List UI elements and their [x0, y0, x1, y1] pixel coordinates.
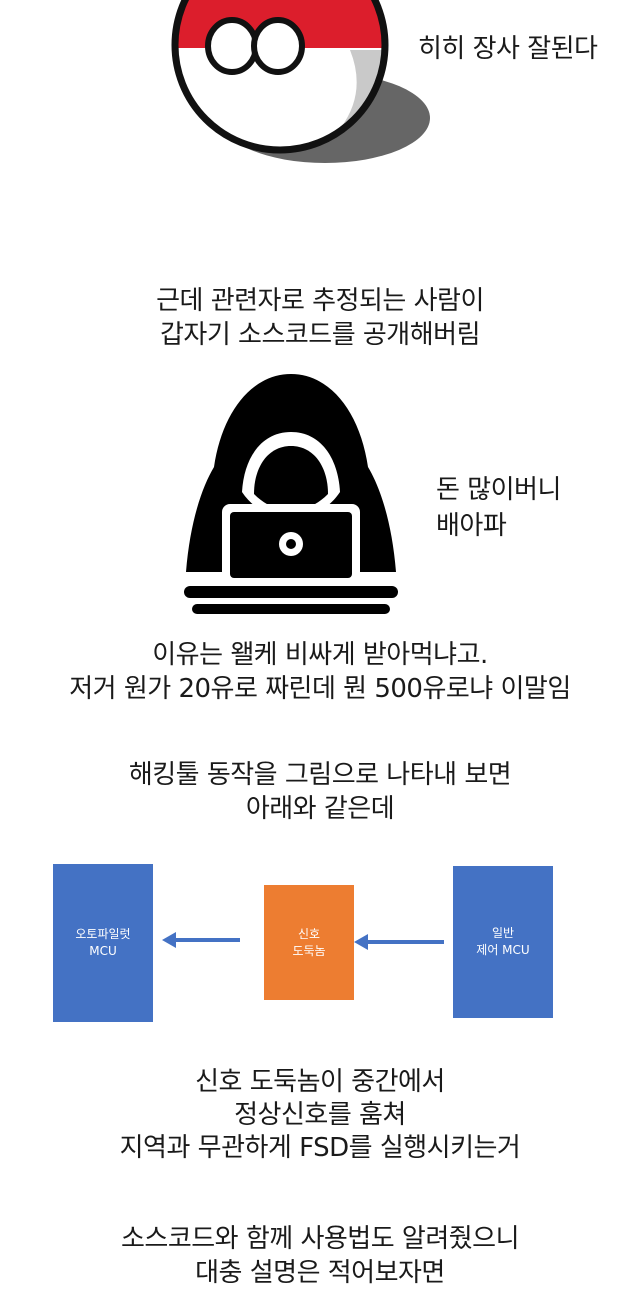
arrow-left-icon — [162, 932, 240, 948]
box-label: 일반 — [491, 926, 515, 940]
caption-hacking-tool: 해킹툴 동작을 그림으로 나타내 보면 아래와 같은데 — [0, 758, 640, 826]
box-label: 제어 MCU — [476, 943, 530, 957]
caption-source-leak: 근데 관련자로 추정되는 사람이 갑자기 소스코드를 공개해버림 — [0, 284, 640, 352]
caption-line: 해킹툴 동작을 그림으로 나타내 보면 — [128, 760, 512, 790]
box-label: MCU — [89, 944, 117, 958]
box-label: 도둑놈 — [292, 943, 326, 958]
caption-reason: 이유는 왤케 비싸게 받아먹냐고. 저거 원가 20유로 짜린데 뭔 500유로… — [0, 638, 640, 706]
hooded-hacker-laptop-icon — [184, 374, 398, 614]
caption-line: 근데 관련자로 추정되는 사람이 — [156, 286, 484, 316]
autopilot-mcu-box: 오토파일럿 MCU — [53, 864, 153, 1022]
box-label: 신호 — [297, 926, 321, 941]
control-mcu-box: 일반 제어 MCU — [453, 866, 553, 1018]
polandball-character-icon — [171, 0, 430, 163]
caption-line: 이유는 왤케 비싸게 받아먹냐고. — [152, 640, 488, 670]
caption-line: 정상신호를 훔쳐 — [234, 1100, 406, 1130]
caption-line: 지역과 무관하게 FSD를 실행시키는거 — [119, 1133, 521, 1163]
caption-line: 아래와 같은데 — [245, 794, 395, 824]
arrow-left-icon — [354, 934, 444, 950]
caption-line: 갑자기 소스코드를 공개해버림 — [160, 320, 481, 350]
caption-explanation: 신호 도둑놈이 중간에서 정상신호를 훔쳐 지역과 무관하게 FSD를 실행시키… — [0, 1066, 640, 1165]
caption-line: 소스코드와 함께 사용법도 알려줬으니 — [120, 1224, 520, 1254]
caption-line: 신호 도둑놈이 중간에서 — [195, 1067, 445, 1097]
hacker-speech-line: 돈 많이버니 — [436, 475, 561, 505]
hacker-speech-line: 배아파 — [436, 511, 507, 541]
hacker-speech: 돈 많이버니 배아파 — [436, 472, 561, 544]
caption-line: 대충 설명은 적어보자면 — [195, 1258, 445, 1288]
character-speech: 히히 장사 잘된다 — [418, 34, 598, 64]
signal-thief-box: 신호 도둑놈 — [264, 885, 354, 1000]
caption-line: 저거 원가 20유로 짜린데 뭔 500유로냐 이말임 — [69, 674, 571, 704]
box-label: 오토파일럿 — [75, 927, 131, 941]
